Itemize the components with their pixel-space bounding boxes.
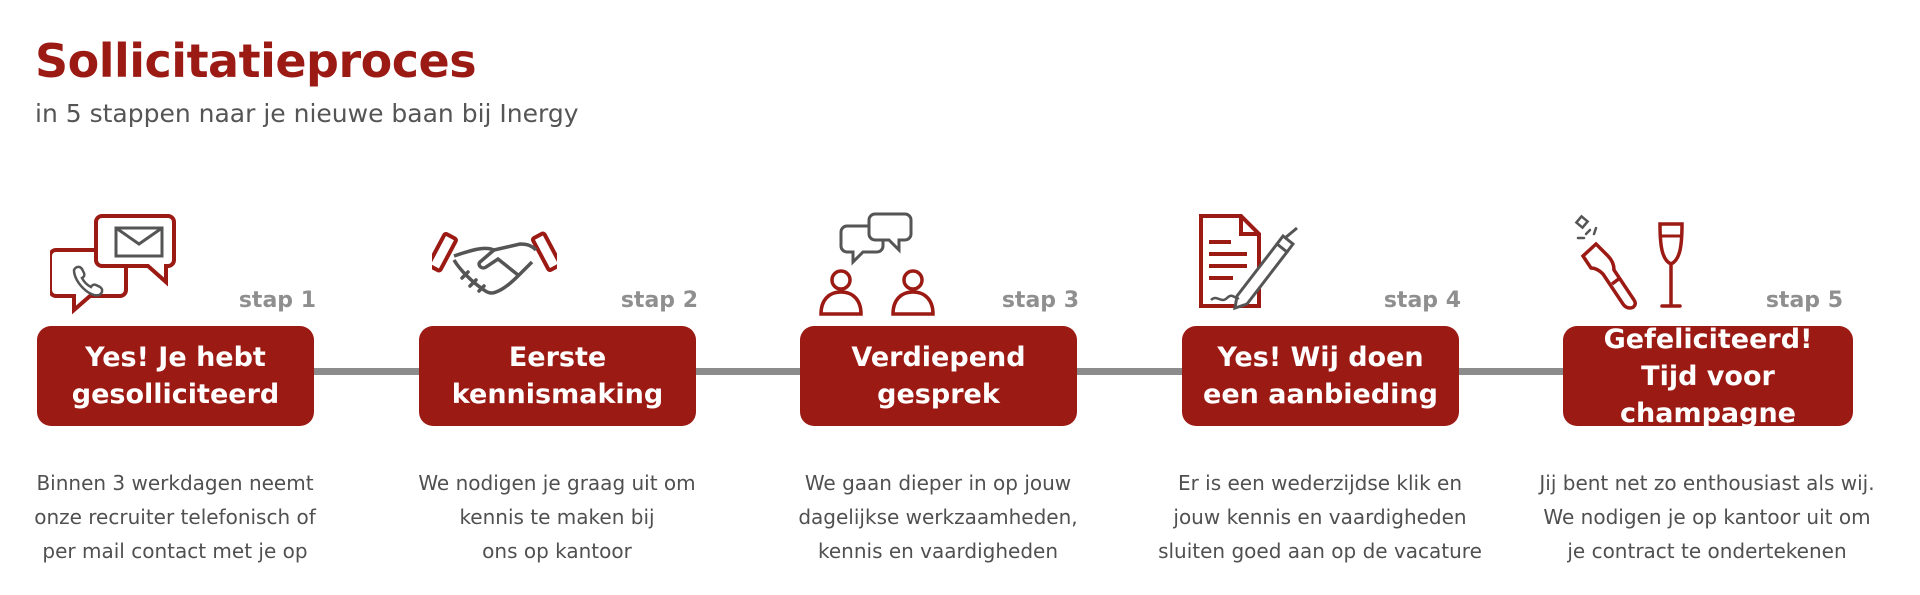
conversation-icon: [815, 210, 955, 320]
chat-phone-mail-icon: [50, 212, 190, 322]
page-subtitle: in 5 stappen naar je nieuwe baan bij Ine…: [35, 99, 579, 128]
step-3: stap 3 Verdiepend gesprek We gaan dieper…: [763, 200, 1123, 580]
step-title: Yes! Je hebt gesolliciteerd: [37, 326, 314, 426]
handshake-icon: [432, 226, 572, 336]
champagne-icon: [1572, 214, 1712, 324]
step-2: stap 2 Eerste kennismaking We nodigen je…: [382, 200, 742, 580]
step-number: stap 3: [1001, 288, 1079, 313]
step-description: Binnen 3 werkdagen neemt onze recruiter …: [34, 471, 316, 563]
step-description: Jij bent net zo enthousiast als wij. We …: [1539, 471, 1875, 563]
step-title: Yes! Wij doen een aanbieding: [1182, 326, 1459, 426]
step-description: We gaan dieper in op jouw dagelijkse wer…: [798, 471, 1078, 563]
contract-pen-icon: [1197, 212, 1337, 322]
step-number: stap 2: [620, 288, 698, 313]
step-1: stap 1 Yes! Je hebt gesolliciteerd Binne…: [0, 200, 360, 580]
step-number: stap 1: [238, 288, 316, 313]
step-number: stap 5: [1765, 288, 1843, 313]
page-title: Sollicitatieproces: [35, 34, 477, 88]
step-number: stap 4: [1383, 288, 1461, 313]
step-title: Gefeliciteerd! Tijd voor champagne: [1563, 324, 1853, 429]
step-description: We nodigen je graag uit om kennis te mak…: [418, 471, 696, 563]
step-5: stap 5 Gefeliciteerd! Tijd voor champagn…: [1527, 200, 1887, 580]
step-title: Verdiepend gesprek: [800, 326, 1077, 426]
step-title: Eerste kennismaking: [419, 326, 696, 426]
step-description: Er is een wederzijdse klik en jouw kenni…: [1158, 471, 1482, 563]
step-4: stap 4 Yes! Wij doen een aanbieding Er i…: [1145, 200, 1505, 580]
